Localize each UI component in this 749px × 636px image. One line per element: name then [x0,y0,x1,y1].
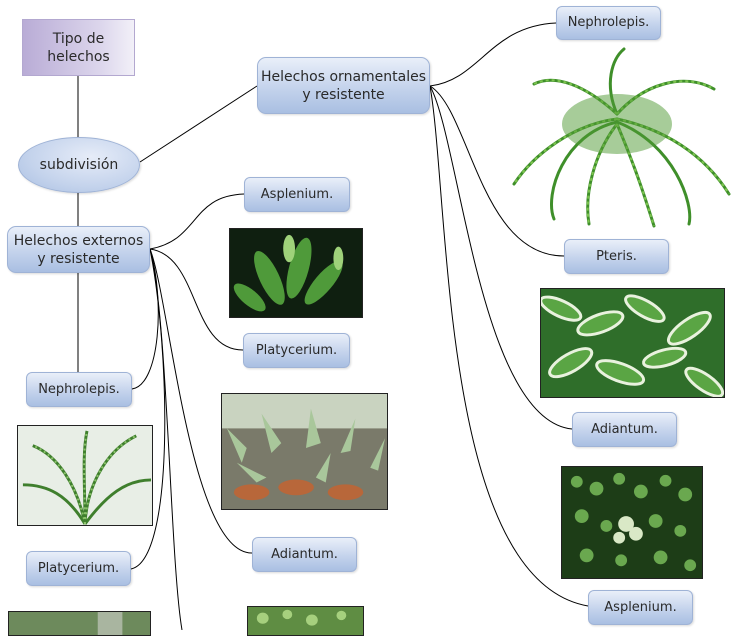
ornamental-child-nephrolepis: Nephrolepis. [556,6,661,40]
root-label: Tipo de helechos [47,30,110,65]
subdivision-node: subdivisión [18,137,140,193]
birds-nest-fern-photo-icon [229,228,363,318]
trunk-child-platycerium: Platycerium. [26,551,131,586]
fern-photo-icon [494,44,740,230]
external-child-platycerium: Platycerium. [243,333,350,368]
trunk-child-nephrolepis: Nephrolepis. [26,372,132,407]
trunk-child-nephrolepis-label: Nephrolepis. [38,381,120,397]
trunk-child-platycerium-label: Platycerium. [37,560,120,576]
fern-photo-bottom-left-icon [8,611,151,636]
ornamental-child-adiantum-label: Adiantum. [591,421,658,437]
staghorn-fern-photo-icon [221,393,388,510]
external-child-adiantum-label: Adiantum. [271,546,338,562]
ornamental-child-nephrolepis-label: Nephrolepis. [567,15,650,30]
ornamental-ferns-node: Helechos ornamentales y resistente [257,57,430,114]
external-child-asplenium: Asplenium. [244,177,350,212]
ornamental-child-asplenium: Asplenium. [588,590,693,625]
root-node: Tipo de helechos [22,19,135,76]
ornamental-child-pteris: Pteris. [564,239,669,274]
variegated-leaf-photo-icon [540,288,725,398]
sword-fern-photo-icon [17,425,153,526]
external-child-platycerium-label: Platycerium. [255,342,338,358]
ornamental-child-asplenium-label: Asplenium. [604,599,677,615]
external-ferns-label: Helechos externos y resistente [13,232,144,267]
external-child-asplenium-label: Asplenium. [260,186,334,202]
external-ferns-node: Helechos externos y resistente [7,226,150,273]
maidenhair-fern-photo-icon [561,466,703,579]
ornamental-ferns-label: Helechos ornamentales y resistente [260,68,427,103]
ornamental-child-adiantum: Adiantum. [572,412,677,447]
subdivision-label: subdivisión [39,157,119,173]
external-child-adiantum: Adiantum. [252,537,357,572]
ornamental-child-pteris-label: Pteris. [596,248,637,264]
fern-photo-bottom-middle-icon [247,606,364,636]
